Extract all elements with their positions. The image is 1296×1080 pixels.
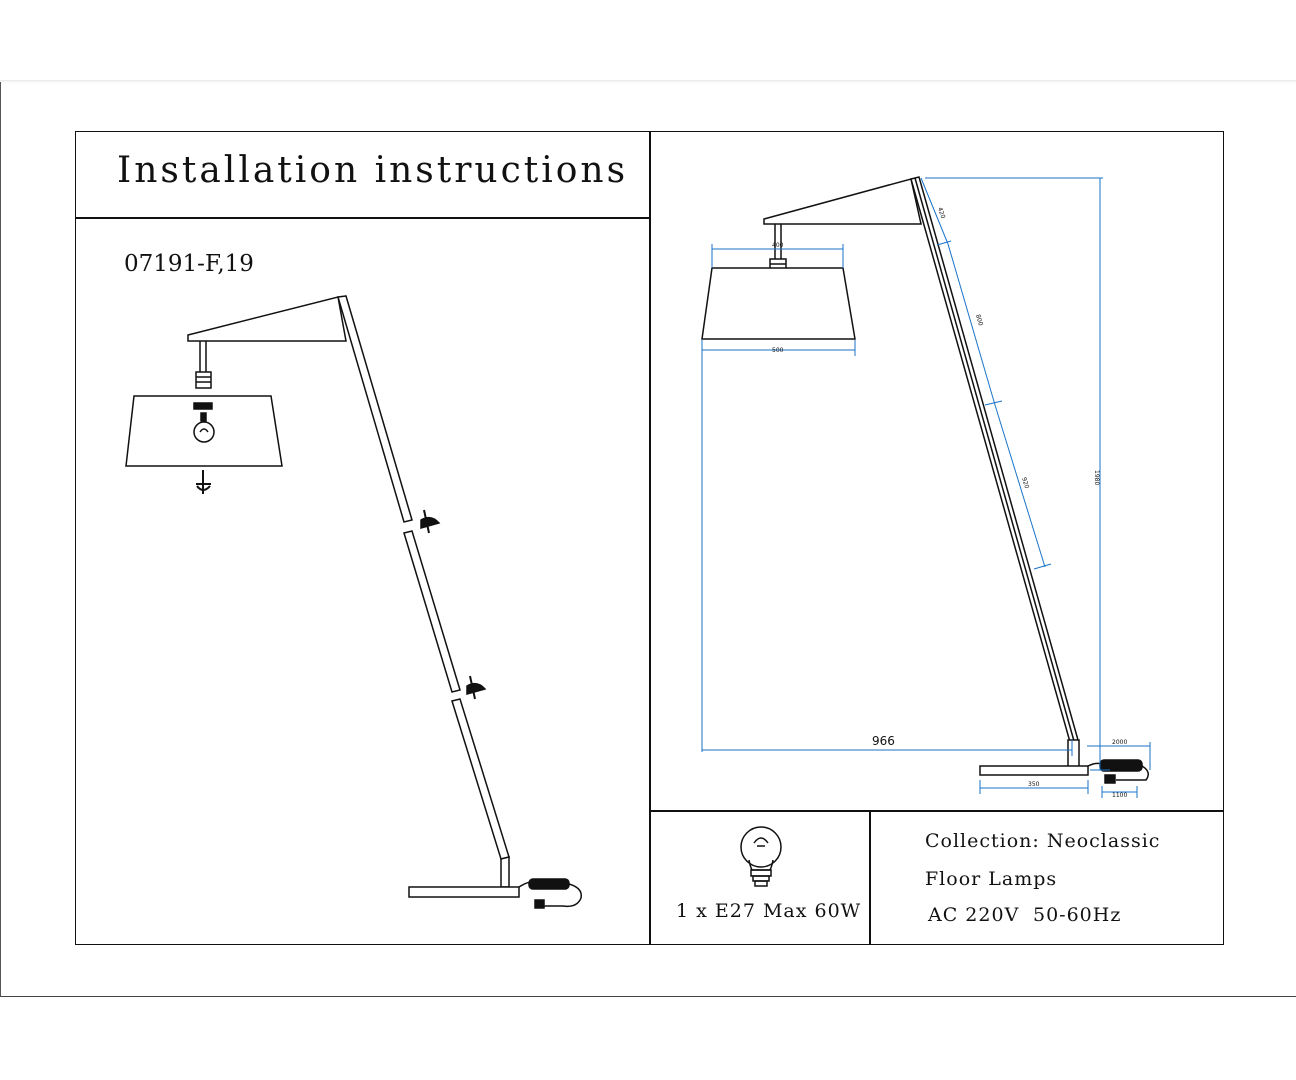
dim-cord-length: 2000 <box>1112 739 1127 746</box>
collection-label: Collection: Neoclassic <box>925 830 1161 852</box>
voltage-label: AC 220V <box>928 904 1020 926</box>
specs-column-divider <box>869 810 871 945</box>
dim-plug-length: 1100 <box>1112 792 1127 799</box>
model-code: 07191-F,19 <box>124 251 254 277</box>
page-frame <box>0 82 1296 997</box>
dim-arm-top: 420 <box>936 206 946 219</box>
category-label: Floor Lamps <box>925 868 1058 890</box>
page-title: Installation instructions <box>117 150 629 191</box>
specs-divider <box>649 810 1224 812</box>
dim-shade-top: 400 <box>772 242 784 249</box>
dim-shade-bottom: 500 <box>772 347 784 354</box>
dim-arm-lower: 920 <box>1020 477 1030 490</box>
dim-horizontal-reach: 966 <box>872 734 895 748</box>
dim-total-height: 1980 <box>1093 470 1100 485</box>
dim-base-width: 350 <box>1028 781 1040 788</box>
frequency-label: 50-60Hz <box>1033 904 1122 926</box>
dim-arm-upper: 800 <box>974 314 984 327</box>
top-band <box>0 0 1296 81</box>
title-divider <box>75 217 650 219</box>
center-divider <box>649 131 651 945</box>
bulb-spec: 1 x E27 Max 60W <box>676 900 862 922</box>
